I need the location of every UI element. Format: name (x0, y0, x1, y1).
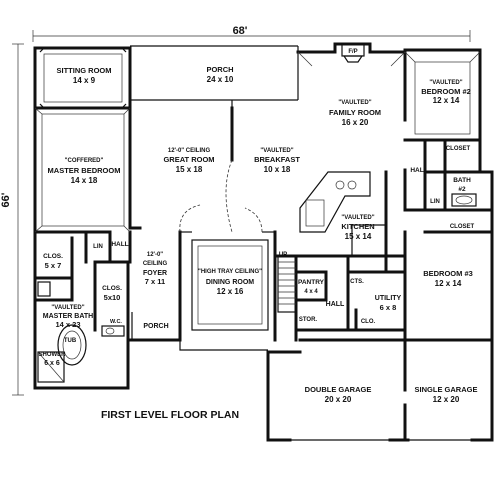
great-room-size: 15 x 18 (176, 165, 203, 174)
exterior-walls (33, 42, 494, 442)
depth-dimension: 66' (0, 43, 24, 396)
wc-label: W.C. (110, 319, 122, 325)
double-garage-name: DOUBLE GARAGE (305, 385, 372, 394)
closet-5x7-name: CLOS. (43, 253, 63, 260)
master-bath-name: MASTER BATH (43, 313, 93, 320)
hall-right-label: HALL (410, 167, 427, 174)
kitchen-note: "VAULTED" (341, 215, 374, 221)
kitchen-island (299, 171, 386, 256)
bedroom2-name: BEDROOM #2 (421, 87, 471, 96)
dining-room-note: "HIGH TRAY CEILING" (198, 269, 262, 275)
family-room-size: 16 x 20 (342, 118, 369, 127)
plan-title: FIRST LEVEL FLOOR PLAN (101, 409, 239, 421)
closet-utility-label: CLO. (361, 319, 376, 325)
rear-porch-name: PORCH (206, 65, 233, 74)
dining-room-size: 12 x 16 (217, 287, 244, 296)
double-garage-size: 20 x 20 (325, 395, 352, 404)
breakfast-size: 10 x 18 (264, 165, 291, 174)
closet-5x7-size: 5 x 7 (45, 261, 62, 270)
arches (179, 159, 263, 233)
ceiling-details (34, 47, 481, 331)
kitchen-name: KITCHEN (341, 222, 374, 231)
lin-b2-label: LIN (430, 199, 440, 205)
width-label: 68' (233, 25, 248, 37)
master-bath-size: 14 x 23 (55, 320, 80, 329)
closet-b3-label: CLOSET (450, 224, 475, 230)
fireplace-label: F/P (348, 49, 357, 55)
room-labels: SITTING ROOM 14 x 9 PORCH 24 x 10 F/P "V… (39, 49, 478, 404)
master-bedroom-name: MASTER BEDROOM (48, 166, 121, 175)
tub-label: TUB (64, 338, 77, 344)
foyer-size: 7 x 11 (145, 277, 165, 286)
family-room-note: "VAULTED" (338, 100, 371, 106)
closet-b2-label: CLOSET (446, 146, 471, 152)
kitchen-size: 15 x 14 (345, 232, 372, 241)
width-dimension: 68' (32, 25, 471, 42)
sitting-room-name: SITTING ROOM (57, 66, 112, 75)
fireplace (341, 43, 365, 63)
front-porch-label: PORCH (143, 323, 168, 330)
breakfast-note: "VAULTED" (260, 148, 293, 154)
interior-walls (33, 48, 494, 442)
bedroom3-size: 12 x 14 (435, 279, 462, 288)
closet-5x10-name: CLOS. (102, 285, 122, 292)
great-room-note: 12'-0" CEILING (168, 148, 211, 154)
shower-size: 6 x 6 (44, 360, 60, 367)
depth-label: 66' (0, 192, 12, 207)
single-garage-name: SINGLE GARAGE (415, 385, 478, 394)
lin-master-label: LIN (93, 244, 103, 250)
foyer-name: FOYER (143, 270, 167, 277)
utility-size: 6 x 8 (380, 303, 397, 312)
hall-center-label: HALL (326, 301, 345, 308)
breakfast-name: BREAKFAST (254, 155, 300, 164)
foyer-note2: CEILING (143, 261, 168, 267)
rear-porch-size: 24 x 10 (207, 75, 234, 84)
bath2-name: BATH (453, 177, 471, 184)
single-garage-size: 12 x 20 (433, 395, 460, 404)
hall-master-label: HALL (111, 241, 128, 248)
dining-room-name: DINING ROOM (206, 279, 254, 286)
sitting-room-size: 14 x 9 (73, 76, 96, 85)
stair (277, 255, 297, 313)
pantry-size: 4 x 4 (304, 289, 318, 295)
shower-name: SHOWER (39, 352, 67, 358)
cts-label: CTS. (350, 279, 364, 285)
pantry-name: PANTRY (298, 279, 325, 286)
bedroom2-note: "VAULTED" (429, 80, 462, 86)
master-bedroom-note: "COFFERED" (65, 158, 104, 164)
foyer-note1: 12'-0" (147, 252, 163, 258)
bedroom2-size: 12 x 14 (433, 96, 460, 105)
utility-name: UTILITY (375, 295, 402, 302)
stair-up-label: UP (279, 252, 287, 258)
bedroom3-name: BEDROOM #3 (423, 269, 473, 278)
bath2-number: #2 (458, 186, 466, 193)
great-room-name: GREAT ROOM (163, 155, 214, 164)
family-room-name: FAMILY ROOM (329, 108, 381, 117)
master-bath-note: "VAULTED" (51, 305, 84, 311)
master-bath-fixtures (37, 281, 125, 383)
bath2-fixtures (451, 193, 477, 207)
master-bedroom-size: 14 x 18 (71, 176, 98, 185)
storage-label: STOR. (299, 317, 318, 323)
closet-5x10-size: 5x10 (104, 293, 121, 302)
